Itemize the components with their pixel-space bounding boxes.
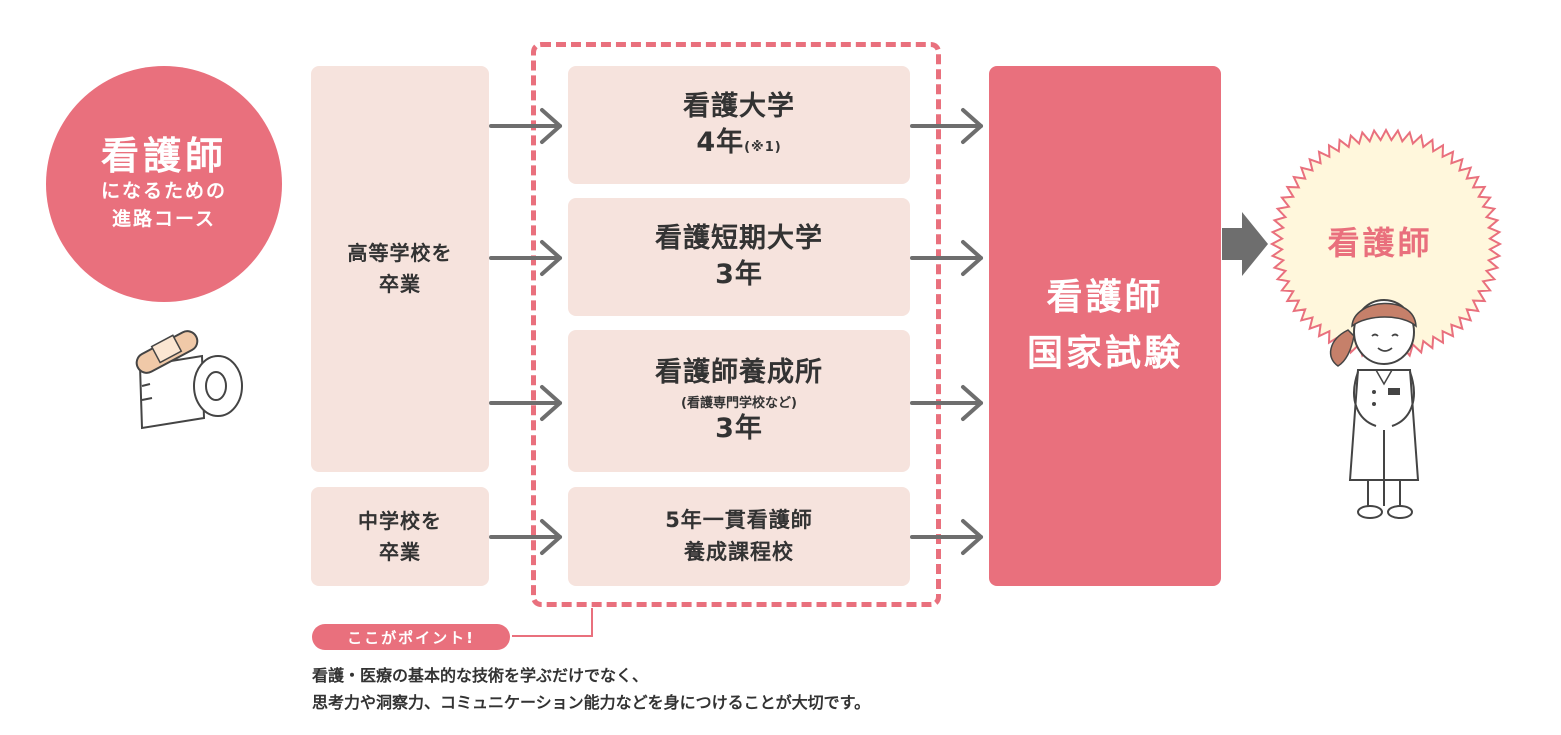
course-five-year-line1: 5年一貫看護師 bbox=[665, 508, 813, 532]
course-university-years-row: 4年(※1) bbox=[696, 125, 781, 161]
exam-line2: 国家試験 bbox=[1026, 333, 1183, 374]
nurse-burst-icon bbox=[1269, 127, 1503, 361]
high-school-line2: 卒業 bbox=[379, 272, 421, 296]
point-connector bbox=[512, 608, 593, 637]
nurse-illustration-icon bbox=[1329, 299, 1420, 519]
title-circle: 看護師 になるための 進路コース bbox=[46, 66, 282, 302]
course-training-school-years: 3年 bbox=[715, 412, 763, 444]
middle-school-line2: 卒業 bbox=[379, 539, 421, 564]
national-exam-box: 看護師 国家試験 bbox=[989, 66, 1221, 586]
point-text-line2: 思考力や洞察力、コミュニケーション能力などを身につけることが大切です。 bbox=[312, 693, 871, 713]
title-main: 看護師 bbox=[100, 133, 227, 178]
arrow-high-to-junior-college bbox=[489, 240, 562, 276]
point-badge: ここがポイント! bbox=[312, 624, 510, 650]
result-label: 看護師 bbox=[1327, 224, 1433, 262]
course-junior-college-years: 3年 bbox=[715, 259, 763, 290]
highlight-frame bbox=[531, 42, 941, 607]
arrow-high-to-university bbox=[489, 108, 562, 144]
exam-line1: 看護師 bbox=[1046, 277, 1164, 319]
course-university-name: 看護大学 bbox=[683, 90, 795, 122]
source-high-school: 高等学校を 卒業 bbox=[311, 66, 489, 472]
course-university-note: (※1) bbox=[744, 140, 782, 155]
point-description: 看護・医療の基本的な技術を学ぶだけでなく、 思考力や洞察力、コミュニケーション能… bbox=[312, 662, 870, 716]
arrow-five-year-to-exam bbox=[910, 519, 983, 555]
course-university-years: 4年 bbox=[696, 127, 745, 158]
point-text-line1: 看護・医療の基本的な技術を学ぶだけでなく、 bbox=[312, 666, 649, 685]
arrow-training-school-to-exam bbox=[910, 385, 983, 421]
course-training-school: 看護師養成所 (看護専門学校など) 3年 bbox=[568, 330, 910, 472]
title-line1: になるための bbox=[100, 180, 227, 203]
arrow-junior-college-to-exam bbox=[910, 240, 983, 276]
source-middle-school: 中学校を 卒業 bbox=[311, 487, 489, 586]
high-school-line1: 高等学校を bbox=[347, 241, 453, 265]
burst-shape bbox=[1269, 127, 1503, 361]
course-junior-college: 看護短期大学 3年 bbox=[568, 198, 910, 316]
title-line2: 進路コース bbox=[111, 207, 217, 230]
arrow-high-to-training-school bbox=[489, 385, 562, 421]
middle-school-line1: 中学校を bbox=[358, 508, 442, 533]
bandage-icon bbox=[135, 330, 243, 430]
course-training-school-note: (看護専門学校など) bbox=[681, 395, 797, 411]
arrow-middle-to-five-year bbox=[489, 519, 562, 555]
course-junior-college-name: 看護短期大学 bbox=[655, 222, 823, 254]
course-university: 看護大学 4年(※1) bbox=[568, 66, 910, 184]
course-five-year-line2: 養成課程校 bbox=[684, 539, 794, 564]
arrow-university-to-exam bbox=[910, 108, 983, 144]
arrow-exam-to-nurse bbox=[1222, 212, 1268, 276]
course-training-school-name: 看護師養成所 bbox=[655, 357, 823, 389]
course-five-year: 5年一貫看護師 養成課程校 bbox=[568, 487, 910, 586]
